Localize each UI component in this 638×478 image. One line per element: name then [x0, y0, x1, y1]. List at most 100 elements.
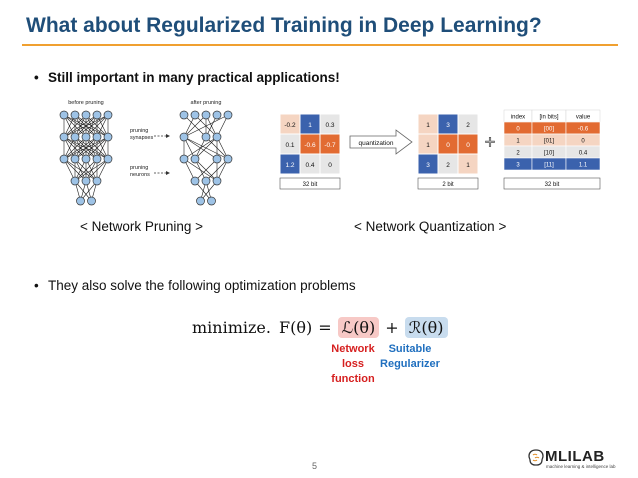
synapse	[63, 114, 109, 138]
table-cell-value: 0	[581, 139, 585, 145]
neuron	[212, 110, 222, 120]
synapses-pointer-head	[166, 134, 170, 138]
matrix-cell-value: -0.6	[304, 142, 316, 149]
after-pruning-label: after pruning	[191, 100, 222, 106]
neuron	[179, 132, 189, 142]
matrix-cell-value: 0	[328, 162, 332, 169]
neuron	[70, 132, 80, 142]
matrix-cell-value: 1	[308, 122, 312, 129]
neuron	[59, 132, 69, 142]
neuron	[207, 196, 216, 206]
neuron	[70, 154, 80, 164]
matrix-cell-value: 1	[426, 142, 430, 149]
full-bits-label: 32 bit	[303, 182, 318, 188]
table-bits-box	[503, 177, 601, 190]
bullet-practical: •Still important in many practical appli…	[34, 70, 340, 85]
matrix-cell-value: -0.7	[324, 142, 336, 149]
bullet-optimization: •They also solve the following optimizat…	[34, 278, 356, 293]
quantization-arrow-label: quantization	[358, 140, 393, 147]
synapse	[183, 114, 229, 138]
synapse	[74, 136, 109, 160]
synapse	[183, 136, 218, 160]
brain-icon	[528, 449, 544, 466]
quantization-arrow	[349, 129, 413, 155]
plus-sign: +	[485, 132, 496, 152]
neurons-pointer-head	[166, 171, 170, 175]
table-cell-value: [10]	[544, 151, 554, 157]
quant-bits-label: 2 bit	[442, 182, 454, 188]
table-header-text: [in bits]	[539, 115, 558, 121]
table-cell-value: [01]	[544, 139, 554, 145]
neuron	[103, 154, 113, 164]
pruning-neurons-label-2: neurons	[130, 172, 150, 178]
pruning-synapses-label-1: pruning	[130, 128, 148, 134]
synapse	[63, 114, 98, 138]
matrix-cell-value: 3	[446, 122, 450, 129]
matrix-cell	[457, 153, 479, 175]
table-cell-value: 3	[516, 163, 520, 169]
formula-plus: +	[385, 317, 399, 337]
matrix-cell-value: 3	[426, 162, 430, 169]
formula-loss-term: ℒ(θ)	[337, 316, 380, 338]
title-underline	[22, 44, 618, 46]
network-after-pruning	[179, 110, 233, 206]
neuron	[70, 176, 80, 186]
synapse	[74, 158, 109, 182]
synapse	[63, 114, 87, 138]
bullet-dot: •	[34, 70, 39, 85]
neuron	[223, 110, 233, 120]
before-pruning-label: before pruning	[68, 100, 103, 106]
matrix-cell-value: 0.1	[285, 142, 294, 149]
formula-equals: =	[318, 317, 332, 337]
matrix-cell-value: 2	[446, 162, 450, 169]
quant-bits-box	[417, 177, 479, 190]
table-cell-value: 2	[516, 151, 520, 157]
synapse	[63, 136, 87, 160]
neuron	[81, 154, 91, 164]
regularizer-annotation: Suitable Regularizer	[380, 343, 440, 370]
neuron	[92, 176, 102, 186]
neuron	[190, 176, 200, 186]
matrix-cell-value: -0.2	[284, 122, 296, 129]
caption-network-pruning: < Network Pruning >	[80, 219, 204, 234]
synapse	[183, 114, 207, 138]
neuron	[201, 176, 211, 186]
neuron	[196, 196, 205, 206]
table-cell-value: -0.6	[578, 127, 589, 133]
neuron	[212, 154, 222, 164]
table-cell	[565, 157, 601, 171]
neuron	[81, 132, 91, 142]
synapse	[194, 136, 218, 160]
synapse	[63, 136, 98, 160]
synapse	[85, 136, 109, 160]
matrix-cell-value: 2	[466, 122, 470, 129]
neuron	[179, 154, 189, 164]
synapse	[74, 114, 109, 138]
formula-regularizer-term: ℛ(θ)	[404, 316, 448, 338]
slide-title: What about Regularized Training in Deep …	[26, 14, 542, 37]
network-before-pruning	[59, 110, 113, 206]
neuron	[190, 110, 200, 120]
neuron	[103, 110, 113, 120]
table-cell-value: [11]	[544, 163, 554, 169]
matrix-cell-value: 1	[466, 162, 470, 169]
neuron	[201, 132, 211, 142]
loss-annotation: Network loss function	[331, 343, 375, 385]
table-header-text: value	[576, 115, 591, 121]
matrix-cell-value: 1	[426, 122, 430, 129]
matrix-cell-value: 1.2	[285, 162, 294, 169]
matrix-cell-value: 0.4	[305, 162, 314, 169]
neuron	[201, 110, 211, 120]
synapse	[194, 158, 218, 182]
matrix-cell	[319, 153, 341, 175]
neuron	[212, 176, 222, 186]
neuron	[59, 154, 69, 164]
neuron	[212, 132, 222, 142]
neuron	[179, 110, 189, 120]
table-cell-value: 1	[516, 139, 520, 145]
synapse	[74, 158, 98, 182]
synapse	[85, 158, 109, 182]
table-cell-value: 1.1	[579, 163, 588, 169]
table-cell-value: 0.4	[579, 151, 588, 157]
